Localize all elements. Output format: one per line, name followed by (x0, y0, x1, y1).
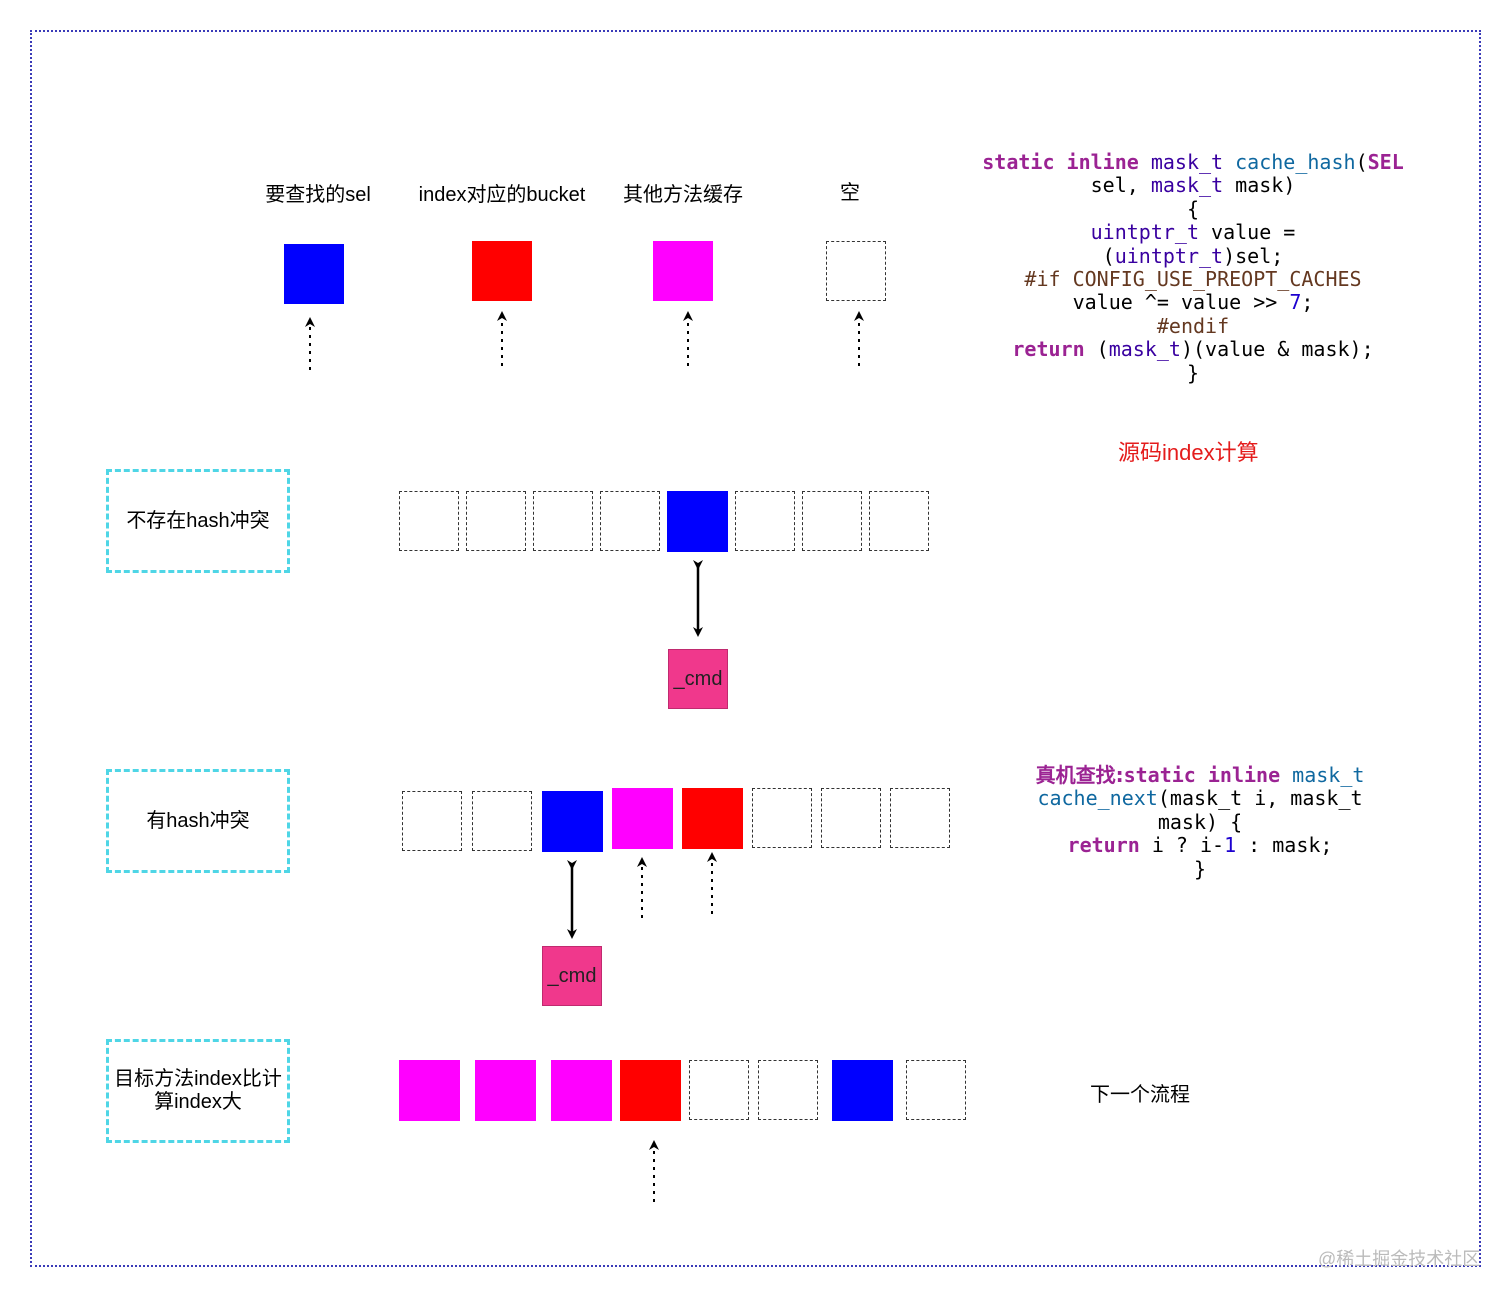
code-keyword: return (1012, 337, 1085, 362)
code-preprocessor: #if CONFIG_USE_PREOPT_CACHES (1024, 267, 1362, 292)
cache-hash-code: static inline mask_t cache_hash(SEL sel,… (960, 150, 1426, 385)
code-keyword: SEL (1367, 150, 1404, 174)
code-keyword: inline (1066, 150, 1139, 174)
bucket-empty (533, 491, 593, 551)
legend-index-bucket-label: index对应的bucket (418, 184, 586, 206)
code-keyword: inline (1207, 763, 1281, 787)
legend-empty-label: 空 (840, 182, 860, 204)
code-text: i ? i- (1139, 833, 1225, 858)
bucket-target (667, 491, 728, 552)
code-number: 7 (1289, 290, 1302, 315)
bucket-index (682, 788, 743, 849)
bucket-empty (906, 1060, 966, 1120)
code-text: value ^= value >> (1072, 290, 1290, 315)
bucket-empty (869, 491, 929, 551)
bucket-empty (689, 1060, 749, 1120)
bucket-other (399, 1060, 460, 1121)
bucket-index (620, 1060, 681, 1121)
bucket-target (542, 791, 603, 852)
code-text: )(value & mask); (1180, 337, 1374, 362)
code-text: mask) (1223, 173, 1296, 198)
bucket-empty (752, 788, 812, 848)
bucket-empty (399, 491, 459, 551)
bucket-other (551, 1060, 612, 1121)
bucket-empty (472, 791, 532, 851)
bucket-empty (402, 791, 462, 851)
code-function: cache_next (1037, 786, 1158, 811)
watermark: @稀土掘金技术社区 (1318, 1249, 1481, 1269)
cache-next-code: 真机查找:static inline mask_t cache_next(mas… (1010, 763, 1390, 881)
bucket-other (475, 1060, 536, 1121)
code-text: } (1193, 856, 1207, 881)
bucket-other (612, 788, 673, 849)
code-text: (mask_t i, mask_t (1157, 786, 1363, 811)
bucket-empty (821, 788, 881, 848)
code-text: ( (1084, 337, 1109, 362)
cmd-box: _cmd (542, 946, 602, 1006)
code-text: } (1186, 360, 1200, 385)
code-keyword: return (1067, 833, 1140, 858)
code-caption: 源码index计算 (1118, 440, 1259, 465)
code-text: ( (1355, 150, 1368, 174)
code-type: mask_t (1150, 173, 1224, 198)
code-type: uintptr_t (1090, 220, 1200, 245)
code-type: mask_t (1292, 763, 1365, 787)
has-conflict-label: 有hash冲突 (106, 769, 290, 873)
next-step-label: 下一个流程 (1090, 1084, 1190, 1106)
bucket-empty (802, 491, 862, 551)
legend-target-square (284, 244, 344, 304)
bucket-empty (466, 491, 526, 551)
code-type: mask_t (1108, 337, 1181, 362)
legend-other-cache-label: 其他方法缓存 (623, 184, 743, 206)
bucket-empty (890, 788, 950, 848)
bucket-target (832, 1060, 893, 1121)
code-text: ( (1102, 243, 1115, 268)
code-preprocessor: #endif (1156, 313, 1230, 338)
code-text: : mask; (1236, 833, 1333, 858)
code-type: mask_t (1150, 150, 1224, 174)
no-conflict-label: 不存在hash冲突 (106, 469, 290, 573)
index-larger-label: 目标方法index比计算index大 (106, 1039, 290, 1143)
code-text: ; (1301, 290, 1314, 315)
code-text: value = (1199, 220, 1296, 245)
legend-empty-square (826, 241, 886, 301)
code-keyword: static (1123, 763, 1196, 787)
code-text: { (1186, 196, 1200, 221)
code-keyword: static (982, 150, 1055, 174)
legend-other-square (653, 241, 713, 301)
bucket-empty (735, 491, 795, 551)
legend-index-bucket-square (472, 241, 532, 301)
diagram-frame (30, 30, 1481, 1267)
code-text: mask) { (1157, 809, 1243, 834)
bucket-empty (600, 491, 660, 551)
code-keyword: 真机查找: (1035, 763, 1124, 787)
bucket-empty (758, 1060, 818, 1120)
cmd-box: _cmd (668, 649, 728, 709)
code-text: sel, (1090, 173, 1151, 198)
legend-target-sel-label: 要查找的sel (265, 184, 371, 206)
code-function: cache_hash (1235, 150, 1356, 174)
code-type: uintptr_t (1114, 243, 1224, 268)
code-number: 1 (1224, 833, 1237, 858)
code-text: )sel; (1223, 243, 1284, 268)
